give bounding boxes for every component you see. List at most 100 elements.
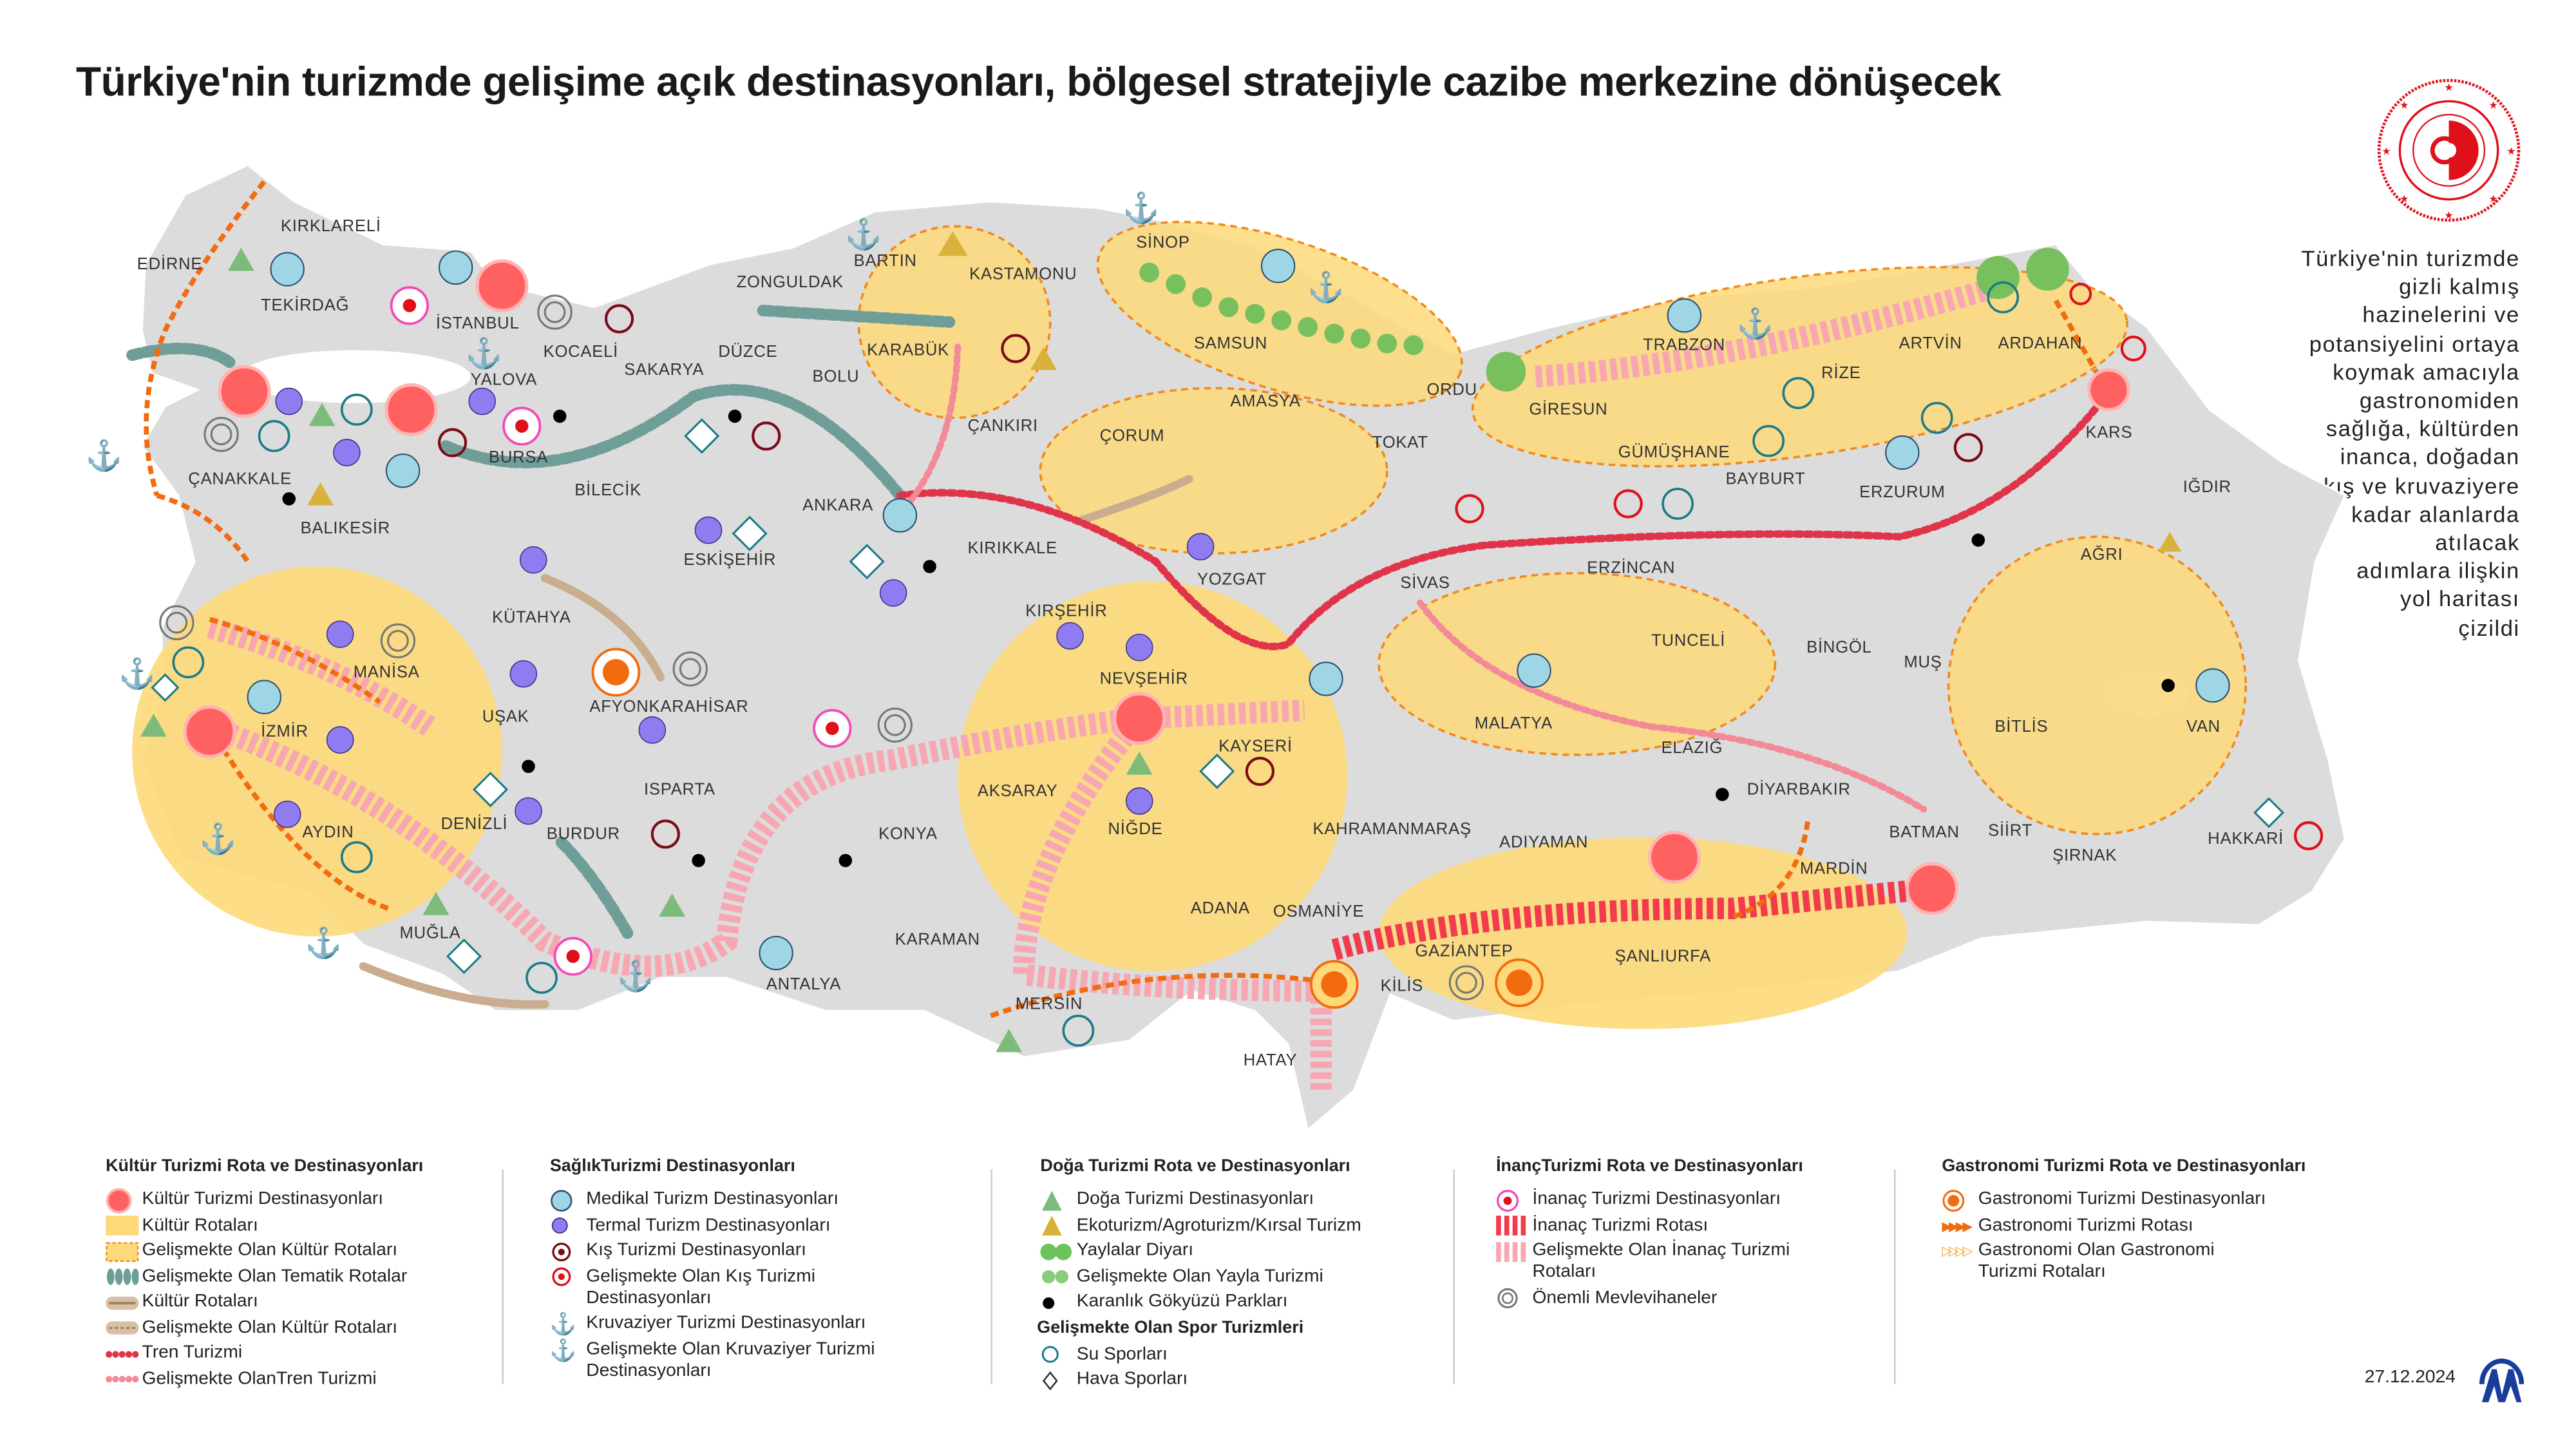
thermal-tourism-markers xyxy=(273,387,1215,828)
city-label: KARAMAN xyxy=(895,931,980,949)
city-label: ANTALYA xyxy=(766,975,842,993)
description-line: Türkiye'nin turizmde xyxy=(2301,246,2520,271)
city-label: YOZGAT xyxy=(1197,571,1267,589)
city-label: RİZE xyxy=(1821,363,1861,382)
legend-label: Yaylalar Diyarı xyxy=(1076,1240,1194,1261)
svg-text:★: ★ xyxy=(2400,100,2409,111)
city-label: OSMANİYE xyxy=(1273,902,1364,921)
city-label: KARS xyxy=(2085,423,2132,441)
legend-label: Kültür Turizmi Destinasyonları xyxy=(142,1189,384,1209)
city-label: ERZİNCAN xyxy=(1587,558,1675,577)
date-label: 27.12.2024 xyxy=(2364,1368,2456,1388)
train-route-icon xyxy=(106,1343,142,1364)
legend-item: Karanlık Gökyüzü Parkları xyxy=(1040,1292,1361,1313)
legend-item: ▷▷▷▷Gastronomi Olan Gastronomi Turizmi R… xyxy=(1942,1241,2306,1284)
city-label: UŞAK xyxy=(482,708,529,726)
description-text: Türkiye'nin turizmde gizli kalmış hazine… xyxy=(2206,244,2520,642)
svg-text:⚓: ⚓ xyxy=(1122,191,1159,225)
legend-item: ⚓Kruvaziyer Turizmi Destinasyonları xyxy=(550,1313,963,1334)
ministry-seal-logo: ★★ ★★ ★★ ★★ xyxy=(2377,79,2521,222)
description-line: inanca, doğadan xyxy=(2340,444,2520,470)
developing-cruise-anchor-icon: ⚓ xyxy=(86,439,122,473)
svg-text:★: ★ xyxy=(2382,146,2391,157)
city-label: GÜMÜŞHANE xyxy=(1618,443,1730,461)
nature-tourism-markers xyxy=(140,247,1153,1053)
cruise-anchor-icons: ⚓⚓⚓⚓ ⚓⚓⚓⚓⚓ xyxy=(118,191,1774,993)
legend-label: Gelişmekte Olan Tematik Rotalar xyxy=(142,1266,408,1286)
city-label: MARDİN xyxy=(1800,859,1868,877)
city-label: BATMAN xyxy=(1889,823,1960,841)
city-label: AYDIN xyxy=(302,823,354,841)
city-label: ESKİŞEHİR xyxy=(684,550,777,569)
svg-text:★: ★ xyxy=(2400,193,2409,205)
description-line: yol haritası xyxy=(2400,587,2520,612)
water-sports-markers xyxy=(172,281,2020,1047)
legend-item: Gelişmekte Olan İnanaç Turizmi Rotaları xyxy=(1496,1241,1838,1284)
legend-label: Gastronomi Olan Gastronomi Turizmi Rotal… xyxy=(1978,1240,2215,1282)
city-label: İSTANBUL xyxy=(436,314,520,332)
faith-destination-markers xyxy=(390,286,852,976)
city-label: KARABÜK xyxy=(867,341,949,359)
developing-culture-route-area-icon xyxy=(106,1241,142,1262)
legend-label: Hava Sporları xyxy=(1076,1369,1188,1389)
legend-label: Gelişmekte Olan Kış Turizmi Destinasyonl… xyxy=(586,1266,816,1308)
legend-divider xyxy=(990,1169,993,1384)
legend-label: Karanlık Gökyüzü Parkları xyxy=(1076,1292,1288,1312)
winter-tourism-icon xyxy=(550,1241,586,1262)
city-label: ŞANLIURFA xyxy=(1615,947,1711,965)
legend-item: Medikal Turizm Destinasyonları xyxy=(550,1189,963,1211)
developing-winter-tourism-markers xyxy=(1455,282,2324,850)
ecotourism-markers xyxy=(307,231,2182,552)
description-line: gizli kalmış xyxy=(2399,274,2520,300)
nature-triangle-icon xyxy=(1040,1189,1076,1210)
city-label: ERZURUM xyxy=(1859,483,1946,501)
legend-item: Hava Sporları xyxy=(1040,1369,1361,1391)
city-label: ELAZIĞ xyxy=(1661,738,1723,757)
legend-label: İnanaç Turizmi Rotası xyxy=(1532,1214,1709,1235)
city-label: MANİSA xyxy=(354,662,420,681)
legend-item: Gelişmekte Olan Kültür Rotaları xyxy=(106,1241,423,1262)
legend-label: Kruvaziyer Turizmi Destinasyonları xyxy=(586,1313,866,1333)
legend-label: Tren Turizmi xyxy=(142,1342,243,1363)
svg-text:⚓: ⚓ xyxy=(466,336,502,370)
legend-health: SağlıkTurizmi Destinasyonları Medikal Tu… xyxy=(550,1156,963,1386)
legend-label: Gastronomi Turizmi Destinasyonları xyxy=(1978,1189,2266,1209)
legend-label: Kış Turizmi Destinasyonları xyxy=(586,1240,806,1261)
legend-item: Ekoturizm/Agroturizm/Kırsal Turizm xyxy=(1040,1215,1361,1236)
developing-train-route-icon xyxy=(106,1368,142,1389)
anadolu-agency-logo xyxy=(2479,1359,2524,1402)
city-label: ÇORUM xyxy=(1100,427,1165,445)
legend-item: Su Sporları xyxy=(1040,1344,1361,1365)
medical-tourism-markers xyxy=(247,249,2230,971)
description-line: atılacak xyxy=(2435,530,2520,555)
city-label: GİRESUN xyxy=(1529,400,1607,419)
city-label: MALATYA xyxy=(1475,714,1553,732)
city-label: TEKİRDAĞ xyxy=(261,296,349,314)
mevlevihane-markers xyxy=(159,294,1484,1000)
legend-item: Gelişmekte Olan Tematik Rotalar xyxy=(106,1266,423,1287)
developing-thematic-routes xyxy=(126,305,956,939)
city-label: HATAY xyxy=(1244,1051,1298,1069)
gastronomy-destination-icon xyxy=(1942,1188,1978,1211)
city-label: BOLU xyxy=(813,367,860,385)
city-label: TRABZON xyxy=(1643,336,1725,354)
legend-item: Yaylalar Diyarı xyxy=(1040,1241,1361,1262)
medical-tourism-icon xyxy=(550,1189,586,1211)
city-label: AĞRI xyxy=(2081,545,2123,564)
svg-text:⚓: ⚓ xyxy=(845,217,882,251)
mevlevihane-icon xyxy=(1496,1288,1532,1309)
svg-text:⚓: ⚓ xyxy=(1307,271,1344,305)
faith-destination-icon xyxy=(1496,1188,1532,1211)
city-labels: EDİRNE KIRKLARELİ TEKİRDAĞ İSTANBUL KOCA… xyxy=(137,216,2284,1069)
description-line: potansiyelini ortaya xyxy=(2309,331,2520,356)
city-label: MERSİN xyxy=(1016,995,1083,1013)
description-line: hazinelerini ve xyxy=(2362,303,2520,328)
legend-item: İnanaç Turizmi Rotası xyxy=(1496,1215,1838,1236)
culture-routes xyxy=(359,475,1193,1009)
legend-item: Doğa Turizmi Destinasyonları xyxy=(1040,1189,1361,1210)
gastronomy-route-arrows-icon: ▶▶▶▶ xyxy=(1942,1218,1973,1234)
culture-route-line-icon xyxy=(106,1292,142,1313)
city-label: ŞIRNAK xyxy=(2052,846,2117,864)
city-label: MUĞLA xyxy=(400,923,461,942)
description-line: koymak amacıyla xyxy=(2333,359,2520,385)
